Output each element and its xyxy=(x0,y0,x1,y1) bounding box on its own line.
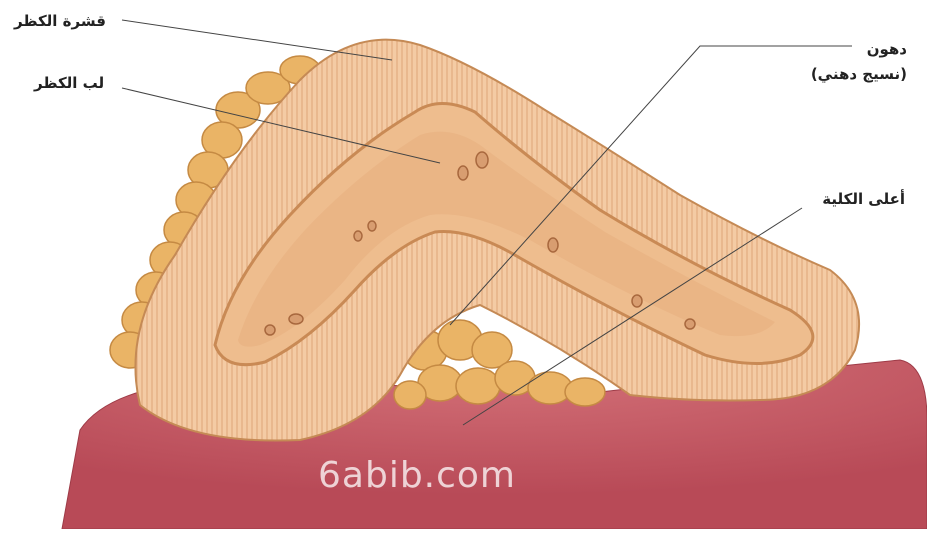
label-adrenal-medulla: لب الكظر xyxy=(34,74,104,92)
label-fat-line1: دهون xyxy=(811,37,907,62)
label-adrenal-cortex: قشرة الكظر xyxy=(14,12,106,30)
watermark: 6abib.com xyxy=(318,455,516,496)
label-fat: دهون (نسيج دهني) xyxy=(811,37,907,87)
leader-line-cortex xyxy=(122,20,392,60)
label-fat-line2: (نسيج دهني) xyxy=(811,62,907,87)
label-kidney-top: أعلى الكلية xyxy=(822,190,905,208)
